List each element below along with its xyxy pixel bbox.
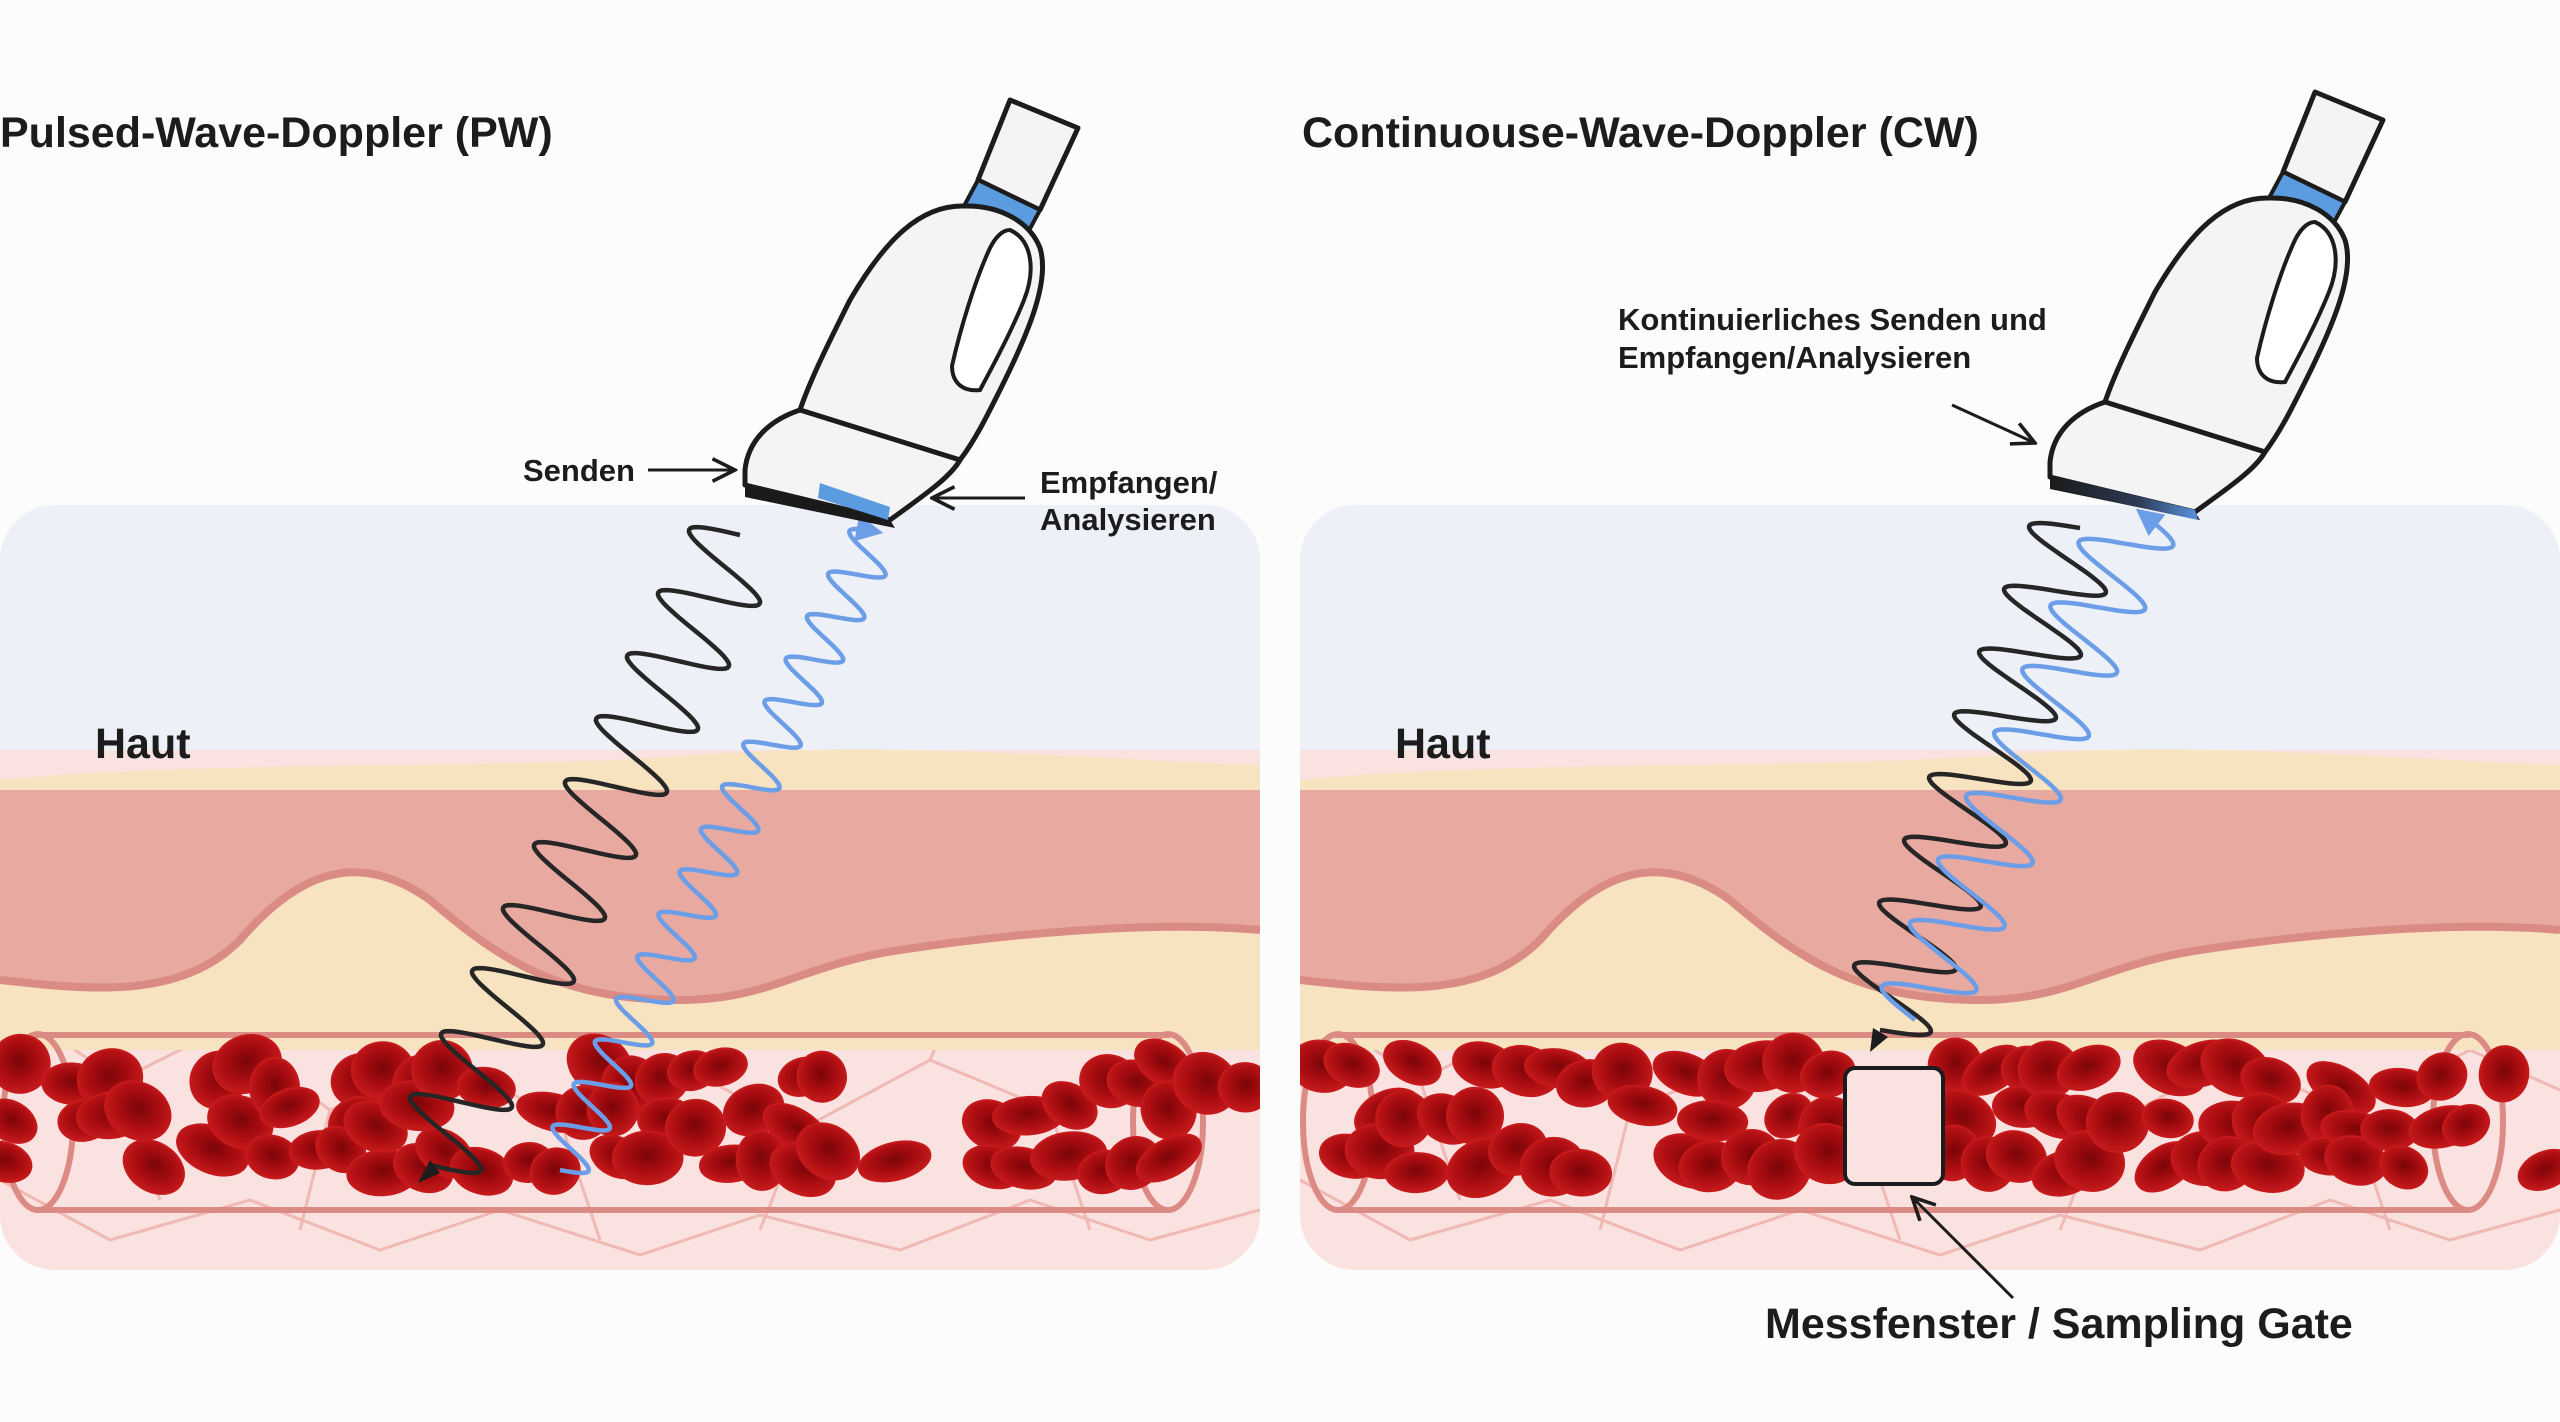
pw-tissue-section <box>0 505 1260 1270</box>
pw-blood-cells <box>0 1033 1260 1198</box>
cw-ultrasound-probe-icon <box>2050 92 2383 520</box>
blood-cell <box>2379 1145 2429 1190</box>
blood-cell <box>796 1050 847 1103</box>
blood-cell <box>259 1086 320 1129</box>
cw-wave-arrowhead-icon <box>1870 1028 1888 1052</box>
pw-transmit-wave <box>407 524 763 1176</box>
cw-info-label-1: Kontinuierliches Senden und <box>1618 302 2047 337</box>
cw-info-arrow-icon <box>1951 403 2035 443</box>
blood-cell <box>104 1080 172 1142</box>
cw-blood-cells <box>1300 1032 2560 1200</box>
blood-cell <box>857 1140 932 1183</box>
pw-receive-wave <box>550 514 888 1176</box>
pw-send-label: Senden <box>523 453 635 488</box>
cw-receive-wave <box>1879 508 2176 1022</box>
blood-cell <box>1607 1084 1678 1127</box>
blood-cell <box>1041 1081 1098 1130</box>
blood-cell <box>1323 1042 1380 1088</box>
blood-cell <box>796 1122 860 1181</box>
blood-cell <box>1800 1050 1856 1099</box>
pw-probe-receive-element <box>818 483 890 520</box>
pw-receive-label-2: Analysieren <box>1040 502 1216 537</box>
cw-probe-head <box>2050 475 2198 520</box>
pw-wave-arrowhead-icon <box>418 1160 440 1183</box>
blood-cell <box>693 1047 748 1087</box>
cw-gate-label: Messfenster / Sampling Gate <box>1765 1300 2353 1348</box>
cw-title: Continuouse-Wave-Doppler (CW) <box>1302 109 1979 157</box>
blood-cell <box>2416 1052 2468 1101</box>
blood-cell <box>122 1139 185 1195</box>
cw-info-label-2: Empfangen/Analysieren <box>1618 340 1971 375</box>
blood-cell <box>2056 1044 2121 1091</box>
cw-gate-arrow-icon <box>1912 1197 2015 1300</box>
blood-cell <box>529 1147 581 1195</box>
cw-dermis-edge <box>1300 868 2560 1005</box>
blood-cell <box>2441 1104 2491 1147</box>
blood-cell <box>1217 1062 1260 1113</box>
blood-cell <box>1135 1133 1202 1183</box>
cw-dermis-layer <box>1300 790 2560 1000</box>
cw-tissue-section <box>1300 505 2560 1270</box>
pw-dermis-layer <box>0 790 1260 1000</box>
blood-cell <box>0 1033 51 1094</box>
pw-panel: Pulsed-Wave-Doppler (PW) <box>0 100 1260 1270</box>
blood-cell <box>2478 1045 2530 1103</box>
blood-cell <box>1383 1039 1442 1086</box>
pw-ultrasound-probe-icon <box>745 100 1078 528</box>
pw-skin-label: Haut <box>95 720 191 768</box>
cw-sampling-gate <box>1843 1066 1945 1186</box>
pw-title: Pulsed-Wave-Doppler (PW) <box>0 109 553 157</box>
cw-skin-label: Haut <box>1395 720 1491 768</box>
blood-cell <box>1549 1148 1613 1197</box>
blood-cell <box>2517 1148 2560 1191</box>
blood-cell <box>0 1140 33 1183</box>
blood-cell <box>664 1098 727 1157</box>
blood-cell <box>0 1098 38 1144</box>
blood-cell <box>611 1130 684 1186</box>
pw-receive-label-1: Empfangen/ <box>1040 465 1218 500</box>
cw-panel: Continuouse-Wave-Doppler (CW) <box>1300 92 2560 1348</box>
blood-cell <box>1677 1100 1749 1142</box>
blood-cell <box>2141 1098 2194 1139</box>
